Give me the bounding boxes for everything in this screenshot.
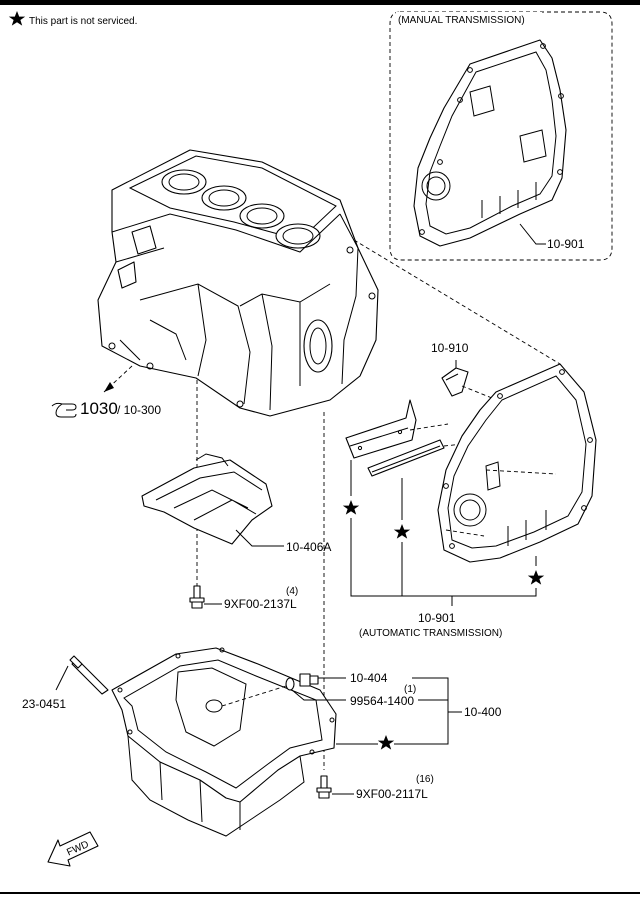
- manual-plate: [413, 39, 567, 247]
- manual-transmission-box: (MANUAL TRANSMISSION) 10-901: [389, 11, 613, 261]
- part-number-10-406A: 10-406A: [286, 540, 331, 554]
- legend-note-text: This part is not serviced.: [29, 16, 137, 27]
- automatic-transmission-bracket: 10-901 (AUTOMATIC TRANSMISSION): [342, 460, 545, 639]
- fwd-arrow-icon: FWD: [47, 831, 99, 867]
- pointing-hand-icon: [51, 402, 77, 418]
- drain-plug-group: 10-404 (1) 99564-1400 10-400: [221, 671, 502, 750]
- cylinder-block: [97, 149, 379, 417]
- legend-note: This part is not serviced.: [8, 11, 137, 27]
- oil-pan-gaskets: [345, 399, 483, 477]
- part-number-23-0451: 23-0451: [22, 697, 66, 711]
- part-number-10-901-auto: 10-901: [418, 611, 456, 625]
- part-10-910: 10-910: [431, 341, 493, 399]
- star-icon: [377, 735, 395, 750]
- reference-1030: 1030 / 10-300: [51, 365, 161, 418]
- star-icon: [8, 11, 26, 26]
- part-number-9XF00-2117L: 9XF00-2117L: [356, 787, 428, 801]
- leader-block-to-plate: [353, 239, 561, 365]
- automatic-plate: [437, 363, 597, 563]
- top-rule: [0, 0, 640, 5]
- part-number-10-901-manual: 10-901: [547, 237, 585, 251]
- qty-4: (4): [286, 586, 298, 597]
- part-number-9XF00-2137L: 9XF00-2137L: [224, 597, 297, 611]
- automatic-transmission-label: (AUTOMATIC TRANSMISSION): [359, 628, 502, 639]
- part-9XF00-2117L: (16) 9XF00-2117L: [316, 774, 434, 801]
- star-icon: [393, 524, 411, 539]
- part-number-99564-1400: 99564-1400: [350, 694, 414, 708]
- star-icon: [342, 500, 360, 515]
- part-number-10-400: 10-400: [464, 705, 502, 719]
- part-9XF00-2137L: (4) 9XF00-2137L: [189, 585, 298, 611]
- ref-1030-text: 1030: [80, 399, 118, 418]
- part-number-10-404: 10-404: [350, 671, 388, 685]
- part-10-406A: 10-406A: [141, 453, 331, 554]
- oil-pan: 23-0451: [22, 647, 337, 837]
- manual-transmission-label: (MANUAL TRANSMISSION): [398, 15, 525, 26]
- qty-1: (1): [404, 684, 416, 695]
- part-number-10-910: 10-910: [431, 341, 469, 355]
- qty-16: (16): [416, 774, 434, 785]
- ref-10-300-text: / 10-300: [117, 403, 161, 417]
- star-icon: [527, 570, 545, 585]
- bottom-rule: [0, 892, 640, 894]
